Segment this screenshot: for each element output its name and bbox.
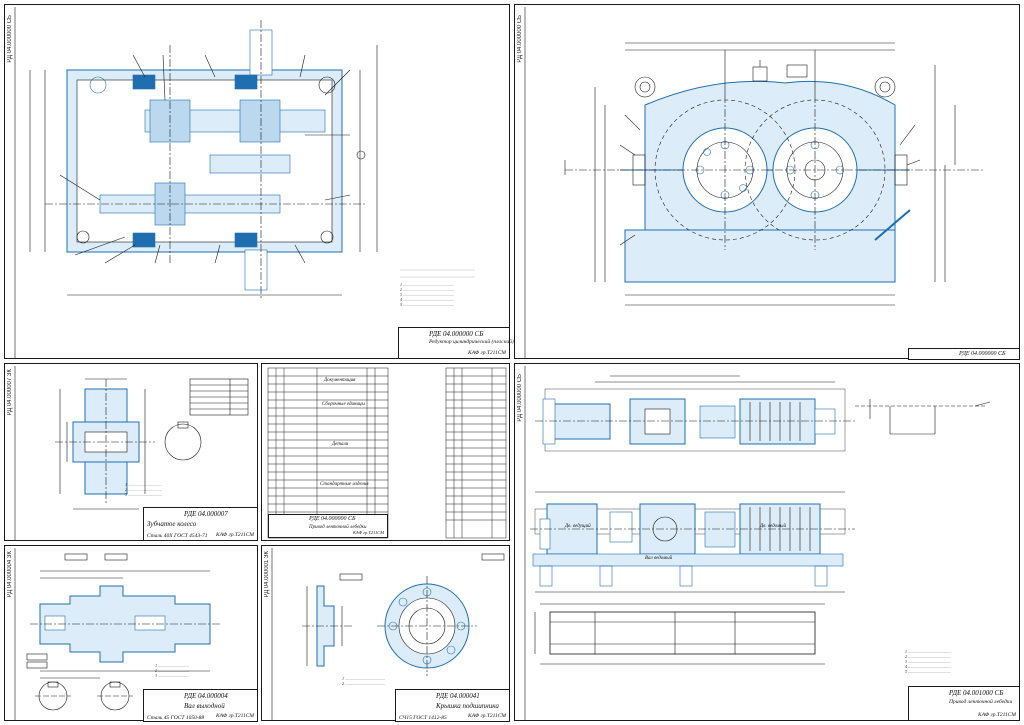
sheet-reducer-front: РД 04.000000 СБ <box>514 4 1020 360</box>
sheet-gear: РД 04.000007 ЗК <box>4 363 258 541</box>
title-block: РДЕ 04.001000 СБ Привод ленточной лебедк… <box>908 686 1020 721</box>
sheet-drive: РД 04.000000 СБ <box>514 363 1020 721</box>
title-block-title: Вал выходной <box>184 702 225 710</box>
title-block-title: Привод ленточной лебедки <box>949 699 1013 705</box>
spec-section-parts: Детали <box>332 442 349 447</box>
label-driven-shaft: Вал ведомый <box>645 556 673 561</box>
reducer-plan-drawing <box>14 7 475 358</box>
spec-table <box>267 367 507 539</box>
spec-section-assemblies: Сборочные единицы <box>322 402 365 407</box>
title-block-group: КАФ гр.Т211СМ <box>352 530 384 535</box>
title-block: РДЕ 04.000041 Крышка подшипника СЧ15 ГОС… <box>395 689 510 722</box>
title-block-material: Сталь 45 ГОСТ 1050-88 <box>147 715 205 721</box>
title-block-code: РДЕ 04.001000 СБ <box>949 689 1004 697</box>
drive-drawing <box>524 366 991 720</box>
title-block-material: Сталь 40Х ГОСТ 4543-71 <box>147 533 208 539</box>
title-block-group: КАФ гр.Т211СМ <box>468 350 506 356</box>
sheet-shaft: РД 04.000004 ЗК 1 ..... <box>4 545 258 722</box>
title-block-code: РДЕ 04.000000 СБ <box>429 330 484 338</box>
spec-section-standard: Стандартные изделия <box>320 482 369 487</box>
label-driven-motor: Дв. ведомый <box>760 524 787 529</box>
title-block-material: СЧ15 ГОСТ 1412-85 <box>399 715 447 721</box>
spec-section-documentation: Документация <box>324 378 356 383</box>
title-block: РДЕ 04.000007 Зубчатое колесо Сталь 40Х … <box>143 507 258 541</box>
title-block-group: КАФ гр.Т211СМ <box>216 713 254 719</box>
shaft-drawing <box>14 548 220 720</box>
reducer-front-drawing <box>524 7 985 358</box>
title-block-title: Крышка подшипника <box>436 702 499 710</box>
title-block-code: РДЕ 04.000007 <box>184 510 228 518</box>
title-block-group: КАФ гр.Т211СМ <box>978 712 1016 718</box>
shaft-notes: 1 ............................... 2 ....… <box>155 663 189 678</box>
title-block-code: РДЕ 04.000000 СБ <box>959 351 1006 357</box>
title-block: РДЕ 04.000000 СБ Редуктор цилиндрический… <box>398 327 514 359</box>
sheet-reducer-plan: РД 04.000000 СБ <box>4 4 514 359</box>
title-block-group: КАФ гр.Т211СМ <box>468 713 506 719</box>
title-block-code: РДЕ 04.000004 <box>184 692 228 700</box>
tech-requirements: 1 ......................................… <box>400 282 454 307</box>
title-block-title: Редуктор цилиндрический (плоский) <box>429 339 514 345</box>
title-block-code: РДЕ 04.000041 <box>436 692 480 700</box>
gear-notes: 1 .................................. 2 .… <box>125 482 162 497</box>
cover-notes: 1 ......................................… <box>342 676 385 686</box>
label-drive-motor: Дв. ведущий <box>565 524 591 529</box>
title-block: РДЕ 04.000000 СБ <box>908 348 1020 360</box>
drive-notes: 1 ......................................… <box>905 649 951 674</box>
title-block-code: РДЕ 04.000000 СБ <box>309 516 356 522</box>
title-block-title: Привод ленточной лебедки <box>309 525 367 530</box>
title-block: РДЕ 04.000000 СБ Привод ленточной лебедк… <box>268 514 388 538</box>
sheet-specification: Документация Сборочные единицы Детали Ст… <box>261 363 510 541</box>
gear-drawing <box>14 366 249 540</box>
cover-drawing <box>271 548 505 720</box>
title-block-group: КАФ гр.Т211СМ <box>216 532 254 538</box>
title-block: РДЕ 04.000004 Вал выходной Сталь 45 ГОСТ… <box>143 689 258 722</box>
sheet-cover: РД 04.000001 ЗК 1 ................... <box>261 545 510 722</box>
title-block-title: Зубчатое колесо <box>147 520 197 528</box>
